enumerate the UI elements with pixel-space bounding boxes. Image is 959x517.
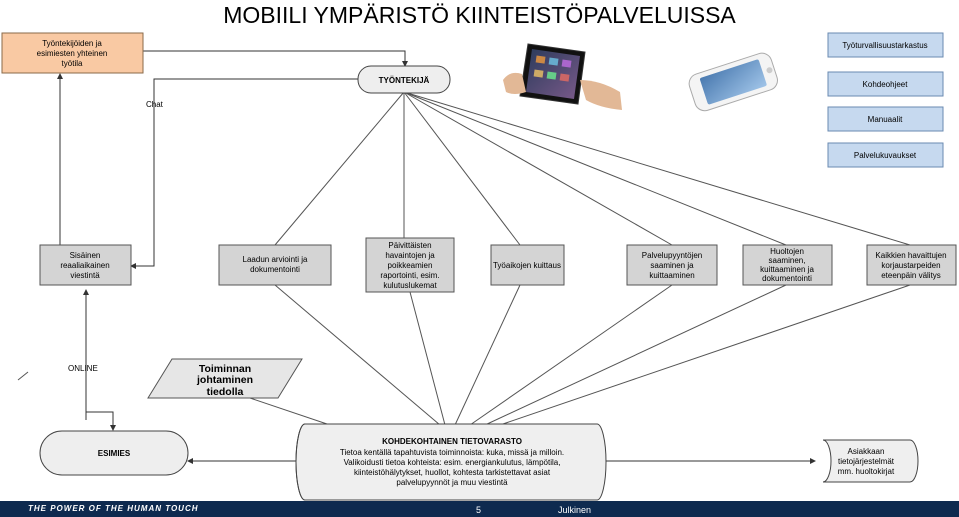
safety-inspection-label: Työturvallisuustarkastus xyxy=(842,41,927,50)
maintenance-line4: dokumentointi xyxy=(762,274,812,283)
right-button-stack: Työturvallisuustarkastus Kohdeohjeet Man… xyxy=(827,32,944,168)
phone-icon xyxy=(688,52,778,112)
page-title: MOBIILI YMPÄRISTÖ KIINTEISTÖPALVELUISSA xyxy=(223,2,736,28)
daily-observations-box: Päivittäisten havaintojen ja poikkeamien… xyxy=(365,237,455,293)
customer-line2: tietojärjestelmät xyxy=(838,457,895,466)
work-hours-box: Työaikojen kuittaus xyxy=(490,244,565,286)
daily-obs-line2: havaintojen ja xyxy=(385,251,435,260)
internal-messaging-box: Sisäinen reaaliaikainen viestintä xyxy=(39,244,132,286)
worker-node: TYÖNTEKIJÄ xyxy=(357,65,451,94)
maintenance-box: Huoltojen saaminen, kuittaaminen ja doku… xyxy=(742,244,833,286)
service-req-line3: kuittaaminen xyxy=(649,271,694,280)
footer-tagline: THE POWER OF THE HUMAN TOUCH xyxy=(28,504,199,513)
fault-line3: eteenpäin välitys xyxy=(881,271,941,280)
fault-line2: korjaustarpeiden xyxy=(881,261,940,270)
fault-line1: Kaikkien havaittujen xyxy=(875,251,946,260)
management-line1: Toiminnan xyxy=(199,363,251,375)
service-requests-box: Palvelupyyntöjen saaminen ja kuittaamine… xyxy=(626,244,718,286)
management-node: Toiminnan johtaminen tiedolla xyxy=(147,358,303,399)
manuals-button[interactable]: Manuaalit xyxy=(827,106,944,132)
fault-forwarding-box: Kaikkien havaittujen korjaustarpeiden et… xyxy=(866,244,957,286)
management-line2: johtaminen xyxy=(196,374,253,386)
quality-line2: dokumentointi xyxy=(250,265,300,274)
service-req-line1: Palvelupyyntöjen xyxy=(642,251,702,260)
maintenance-line1: Huoltojen xyxy=(770,247,804,256)
work-hours-line1: Työaikojen kuittaus xyxy=(493,261,561,270)
classification-label: Julkinen xyxy=(558,505,592,515)
supervisor-node: ESIMIES xyxy=(39,430,189,476)
maintenance-line2: saaminen, xyxy=(769,256,806,265)
messaging-line2: reaaliaikainen xyxy=(60,261,109,270)
chat-label: Chat xyxy=(146,100,164,109)
daily-obs-line5: kulutuslukemat xyxy=(383,281,437,290)
supervisor-label: ESIMIES xyxy=(98,449,131,458)
store-line4: palvelupyynnöt ja muu viestintä xyxy=(396,478,508,487)
fan-connectors xyxy=(249,91,911,426)
store-line3: kiinteistöhälytykset, huollot, kohtesta … xyxy=(354,468,551,477)
messaging-line3: viestintä xyxy=(70,271,100,280)
daily-obs-line4: raportointi, esim. xyxy=(380,271,439,280)
tablet-icon xyxy=(503,43,622,110)
quality-line1: Laadun arviointi ja xyxy=(243,255,308,264)
messaging-line1: Sisäinen xyxy=(70,251,101,260)
page-number: 5 xyxy=(476,505,482,515)
safety-inspection-button[interactable]: Työturvallisuustarkastus xyxy=(827,32,944,58)
daily-obs-line3: poikkeamien xyxy=(388,261,433,270)
store-title: KOHDEKOHTAINEN TIETOVARASTO xyxy=(382,437,522,446)
shared-workspace-line2: esimiesten yhteinen xyxy=(37,49,108,58)
site-instructions-label: Kohdeohjeet xyxy=(863,80,909,89)
worker-label: TYÖNTEKIJÄ xyxy=(379,76,430,85)
site-instructions-button[interactable]: Kohdeohjeet xyxy=(827,71,944,97)
store-line1: Tietoa kentällä tapahtuvista toiminnoist… xyxy=(340,448,564,457)
service-req-line2: saaminen ja xyxy=(650,261,694,270)
flow-arrows xyxy=(57,50,816,464)
service-descriptions-button[interactable]: Palvelukuvaukset xyxy=(827,142,944,168)
decorative-tick xyxy=(17,371,29,381)
customer-line1: Asiakkaan xyxy=(848,447,885,456)
manuals-label: Manuaalit xyxy=(868,115,903,124)
customer-systems-node: Asiakkaan tietojärjestelmät mm. huoltoki… xyxy=(822,439,919,483)
daily-obs-line1: Päivittäisten xyxy=(388,241,431,250)
quality-box: Laadun arviointi ja dokumentointi xyxy=(218,244,332,286)
shared-workspace-box: Työntekijöiden ja esimiesten yhteinen ty… xyxy=(1,32,144,74)
maintenance-line3: kuittaaminen ja xyxy=(760,265,814,274)
service-descriptions-label: Palvelukuvaukset xyxy=(854,151,917,160)
customer-line3: mm. huoltokirjat xyxy=(838,467,895,476)
store-line2: Valikoidusti tietoa kohteista: esim. ene… xyxy=(344,458,561,467)
management-line3: tiedolla xyxy=(207,386,244,398)
knowledge-store-node: KOHDEKOHTAINEN TIETOVARASTO Tietoa kentä… xyxy=(295,423,607,501)
online-label: ONLINE xyxy=(68,364,98,373)
shared-workspace-line1: Työntekijöiden ja xyxy=(42,39,102,48)
shared-workspace-line3: työtila xyxy=(62,59,83,68)
footer-bar: THE POWER OF THE HUMAN TOUCH 5 Julkinen xyxy=(0,501,959,517)
